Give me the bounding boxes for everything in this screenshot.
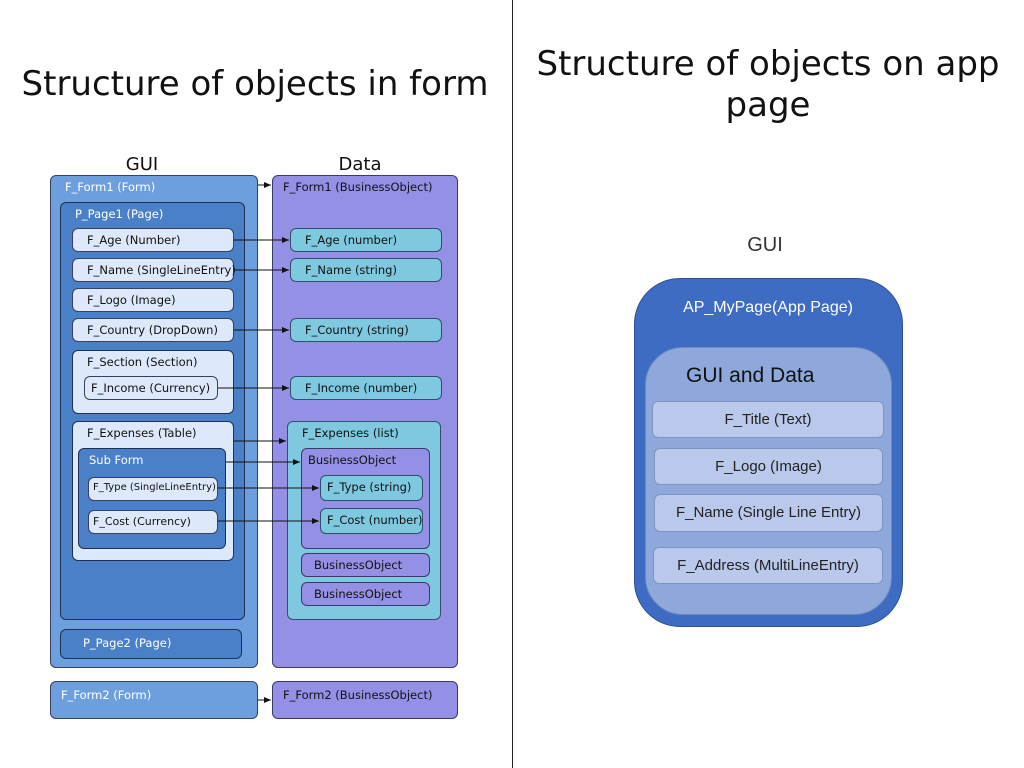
data-field-cost: F_Cost (number) <box>320 508 423 534</box>
gui-field-name: F_Name (SingleLineEntry) <box>72 258 236 282</box>
left-title: Structure of objects in form <box>21 64 489 104</box>
gui-field-name-label: F_Name (SingleLineEntry) <box>87 263 236 277</box>
data-field-country-label: F_Country (string) <box>305 323 409 337</box>
data-businessobject-2-label: BusinessObject <box>314 558 403 572</box>
app-field-logo: F_Logo (Image) <box>654 448 883 485</box>
data-businessobject-2: BusinessObject <box>301 553 430 577</box>
gui-table-expenses-label: F_Expenses (Table) <box>87 426 197 440</box>
gui-section-label: F_Section (Section) <box>87 355 198 369</box>
divider-line <box>512 0 513 768</box>
gui-field-income-label: F_Income (Currency) <box>91 381 211 395</box>
app-field-name: F_Name (Single Line Entry) <box>654 494 883 532</box>
data-field-type-label: F_Type (string) <box>327 480 412 494</box>
data-field-country: F_Country (string) <box>290 318 442 342</box>
gui-and-data-header: GUI and Data <box>686 364 815 387</box>
data-form2: F_Form2 (BusinessObject) <box>272 681 458 719</box>
gui-field-income: F_Income (Currency) <box>84 376 218 400</box>
app-gui-header: GUI <box>747 234 783 256</box>
data-businessobject-3: BusinessObject <box>301 582 430 606</box>
data-field-cost-label: F_Cost (number) <box>327 513 423 527</box>
data-field-age: F_Age (number) <box>290 228 442 252</box>
data-form2-label: F_Form2 (BusinessObject) <box>283 688 433 702</box>
gui-field-logo: F_Logo (Image) <box>72 288 234 312</box>
gui-page2: P_Page2 (Page) <box>60 629 242 659</box>
gui-field-age-label: F_Age (Number) <box>87 233 181 247</box>
data-businessobject-3-label: BusinessObject <box>314 587 403 601</box>
data-field-income: F_Income (number) <box>290 376 442 400</box>
app-page-label: AP_MyPage(App Page) <box>683 299 853 316</box>
data-header: Data <box>338 154 382 175</box>
data-field-income-label: F_Income (number) <box>305 381 418 395</box>
gui-form2-label: F_Form2 (Form) <box>61 688 152 702</box>
data-businessobject-1-label: BusinessObject <box>308 453 397 467</box>
gui-field-country-label: F_Country (DropDown) <box>87 323 218 337</box>
data-field-name-label: F_Name (string) <box>305 263 397 277</box>
gui-field-country: F_Country (DropDown) <box>72 318 234 342</box>
gui-header: GUI <box>125 154 159 175</box>
gui-field-type: F_Type (SingleLineEntry) <box>88 477 218 501</box>
gui-form2: F_Form2 (Form) <box>50 681 258 719</box>
app-field-title: F_Title (Text) <box>652 401 884 438</box>
gui-field-logo-label: F_Logo (Image) <box>87 293 176 307</box>
data-field-type: F_Type (string) <box>320 475 423 501</box>
gui-field-age: F_Age (Number) <box>72 228 234 252</box>
gui-field-type-label: F_Type (SingleLineEntry) <box>93 482 216 493</box>
gui-field-cost: F_Cost (Currency) <box>88 510 218 534</box>
gui-form1-label: F_Form1 (Form) <box>65 180 156 194</box>
gui-page1-label: P_Page1 (Page) <box>75 207 164 221</box>
gui-subform-label: Sub Form <box>89 453 144 467</box>
right-title: Structure of objects on app page <box>536 44 1000 125</box>
data-field-age-label: F_Age (number) <box>305 233 398 247</box>
data-list-expenses-label: F_Expenses (list) <box>302 426 399 440</box>
data-field-name: F_Name (string) <box>290 258 442 282</box>
gui-page2-label: P_Page2 (Page) <box>83 636 172 650</box>
app-field-address: F_Address (MultiLineEntry) <box>653 547 883 584</box>
gui-field-cost-label: F_Cost (Currency) <box>93 515 191 528</box>
data-form1-label: F_Form1 (BusinessObject) <box>283 180 433 194</box>
